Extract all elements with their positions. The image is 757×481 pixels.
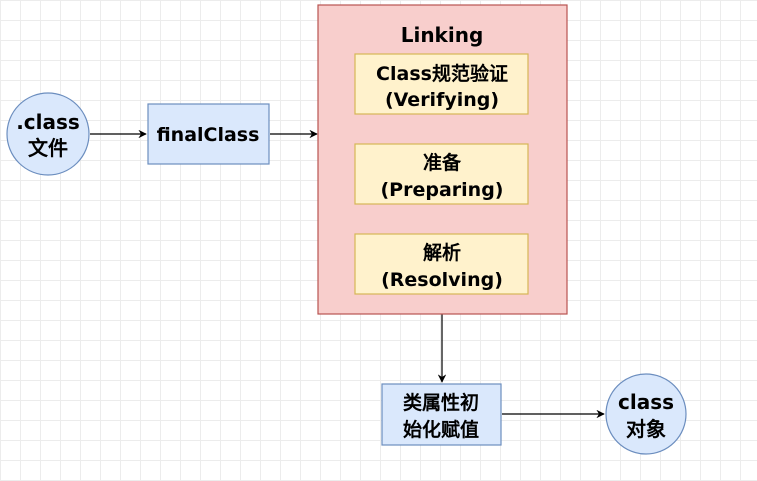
class-file-line2: 文件 bbox=[28, 136, 68, 160]
resolving-line1: 解析 bbox=[423, 241, 461, 264]
class-object-line1: class bbox=[618, 390, 674, 414]
verifying-box bbox=[354, 53, 529, 115]
node-class-file: .class 文件 bbox=[6, 92, 90, 176]
class-init-line2: 始化赋值 bbox=[403, 418, 479, 441]
preparing-line1: 准备 bbox=[423, 151, 462, 174]
preparing-box bbox=[354, 143, 529, 205]
node-linking: Linking Class规范验证 (Verifying) 准备 (Prepar… bbox=[317, 4, 568, 315]
resolving-box bbox=[354, 233, 529, 295]
class-init-box bbox=[381, 383, 502, 446]
class-file-circle bbox=[6, 92, 90, 176]
node-class-object: class 对象 bbox=[605, 373, 687, 455]
class-object-line2: 对象 bbox=[626, 417, 666, 441]
class-file-line1: .class bbox=[16, 110, 80, 134]
linking-title: Linking bbox=[401, 23, 484, 47]
node-final-class: finalClass bbox=[147, 103, 270, 165]
step-verifying: Class规范验证 (Verifying) bbox=[354, 53, 529, 115]
node-class-init: 类属性初 始化赋值 bbox=[381, 383, 502, 446]
class-object-circle bbox=[605, 373, 687, 455]
class-init-line1: 类属性初 bbox=[403, 391, 479, 414]
verifying-line1: Class规范验证 bbox=[376, 62, 508, 85]
step-preparing: 准备 (Preparing) bbox=[354, 143, 529, 205]
resolving-line2: (Resolving) bbox=[381, 269, 503, 291]
step-resolving: 解析 (Resolving) bbox=[354, 233, 529, 295]
preparing-line2: (Preparing) bbox=[381, 179, 504, 201]
final-class-label: finalClass bbox=[157, 124, 260, 146]
final-class-box bbox=[147, 103, 270, 165]
verifying-line2: (Verifying) bbox=[385, 89, 499, 111]
